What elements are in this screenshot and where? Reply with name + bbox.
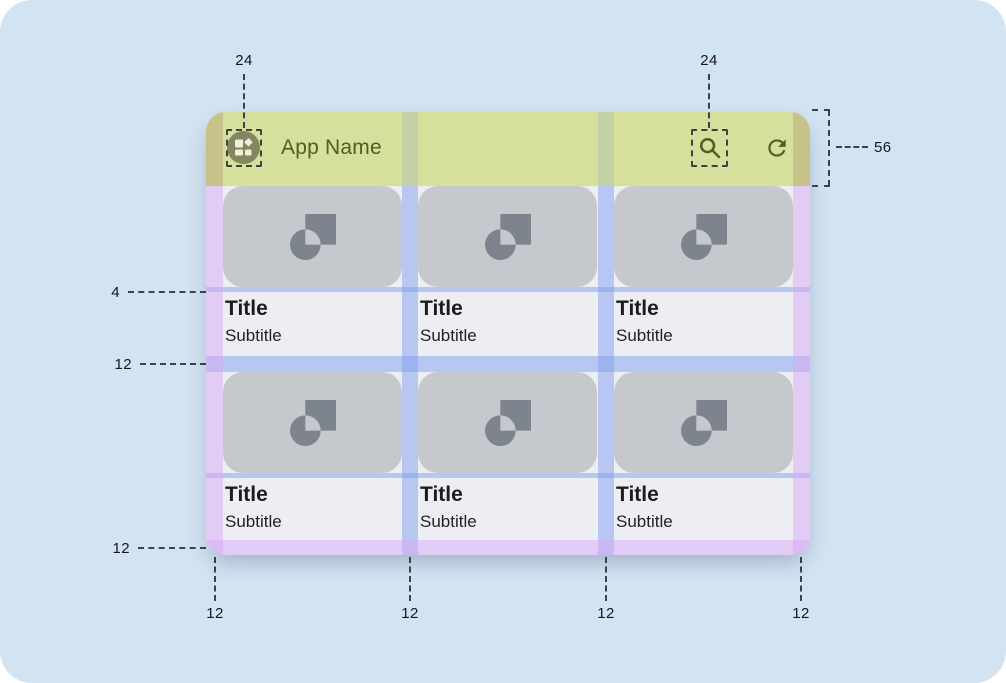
dim-leader-line bbox=[243, 74, 245, 128]
dim-appbar-height: 56 bbox=[874, 139, 892, 156]
card-image[interactable] bbox=[614, 372, 793, 473]
card-title: Title bbox=[616, 297, 659, 320]
image-placeholder-icon bbox=[680, 399, 727, 446]
app-title: App Name bbox=[281, 136, 382, 159]
card-text[interactable]: Title Subtitle bbox=[614, 292, 793, 356]
search-icon[interactable] bbox=[699, 137, 721, 159]
card-title: Title bbox=[420, 297, 463, 320]
search-icon-bounds-box bbox=[691, 129, 728, 167]
app-mockup: Title Subtitle Title Subtitle Title Subt… bbox=[206, 112, 810, 555]
refresh-icon[interactable] bbox=[764, 135, 790, 161]
dim-leader-line bbox=[138, 547, 206, 549]
dim-leader-line bbox=[605, 557, 607, 601]
card-title: Title bbox=[616, 483, 659, 506]
image-placeholder-icon bbox=[289, 213, 336, 260]
bottom-margin-overlay bbox=[206, 540, 810, 555]
left-margin-overlay bbox=[206, 186, 223, 555]
row-gutter-overlay bbox=[206, 356, 810, 372]
appbar-icon-bounds-box bbox=[226, 129, 262, 167]
dim-tick bbox=[812, 185, 830, 187]
card-title: Title bbox=[420, 483, 463, 506]
dim-leader-line bbox=[708, 74, 710, 128]
image-text-gap-overlay bbox=[206, 473, 810, 478]
appbar-right-margin-overlay bbox=[793, 112, 810, 186]
image-text-gap-overlay bbox=[206, 287, 810, 292]
dim-row-gutter: 12 bbox=[114, 356, 132, 373]
card-subtitle: Subtitle bbox=[225, 512, 282, 531]
card-title: Title bbox=[225, 297, 268, 320]
dim-leader-line bbox=[128, 291, 206, 293]
dim-appbar-icon-size: 24 bbox=[235, 52, 253, 69]
card-image[interactable] bbox=[614, 186, 793, 287]
card-subtitle: Subtitle bbox=[225, 326, 282, 345]
image-placeholder-icon bbox=[484, 399, 531, 446]
card-text[interactable]: Title Subtitle bbox=[418, 292, 597, 356]
appbar-left-margin-overlay bbox=[206, 112, 223, 186]
dim-column-gutter: 12 bbox=[401, 605, 419, 622]
card-subtitle: Subtitle bbox=[420, 512, 477, 531]
image-placeholder-icon bbox=[680, 213, 727, 260]
card-text[interactable]: Title Subtitle bbox=[614, 478, 793, 540]
dim-left-margin: 12 bbox=[206, 605, 224, 622]
appbar-gutter-overlay bbox=[598, 112, 614, 186]
card-subtitle: Subtitle bbox=[616, 512, 673, 531]
image-placeholder-icon bbox=[484, 213, 531, 260]
card-subtitle: Subtitle bbox=[616, 326, 673, 345]
dim-leader-line bbox=[409, 557, 411, 601]
card-text[interactable]: Title Subtitle bbox=[223, 292, 402, 356]
dim-column-gutter: 12 bbox=[597, 605, 615, 622]
right-margin-overlay bbox=[793, 186, 810, 555]
dim-image-text-gap: 4 bbox=[111, 284, 120, 301]
card-image[interactable] bbox=[223, 186, 402, 287]
dim-leader-line bbox=[836, 146, 868, 148]
card-image[interactable] bbox=[418, 372, 597, 473]
appbar-gutter-overlay bbox=[402, 112, 418, 186]
dim-leader-line bbox=[828, 110, 830, 186]
image-placeholder-icon bbox=[289, 399, 336, 446]
card-text[interactable]: Title Subtitle bbox=[223, 478, 402, 540]
dim-leader-line bbox=[140, 363, 206, 365]
dim-right-margin: 12 bbox=[792, 605, 810, 622]
card-image[interactable] bbox=[418, 186, 597, 287]
card-title: Title bbox=[225, 483, 268, 506]
dim-leader-line bbox=[214, 557, 216, 601]
app-menu-button[interactable] bbox=[227, 131, 260, 164]
card-image[interactable] bbox=[223, 372, 402, 473]
dim-search-icon-size: 24 bbox=[700, 52, 718, 69]
dim-bottom-margin: 12 bbox=[112, 540, 130, 557]
dim-leader-line bbox=[800, 557, 802, 601]
card-subtitle: Subtitle bbox=[420, 326, 477, 345]
dashboard-icon bbox=[235, 138, 253, 156]
card-text[interactable]: Title Subtitle bbox=[418, 478, 597, 540]
dim-tick bbox=[812, 109, 830, 111]
